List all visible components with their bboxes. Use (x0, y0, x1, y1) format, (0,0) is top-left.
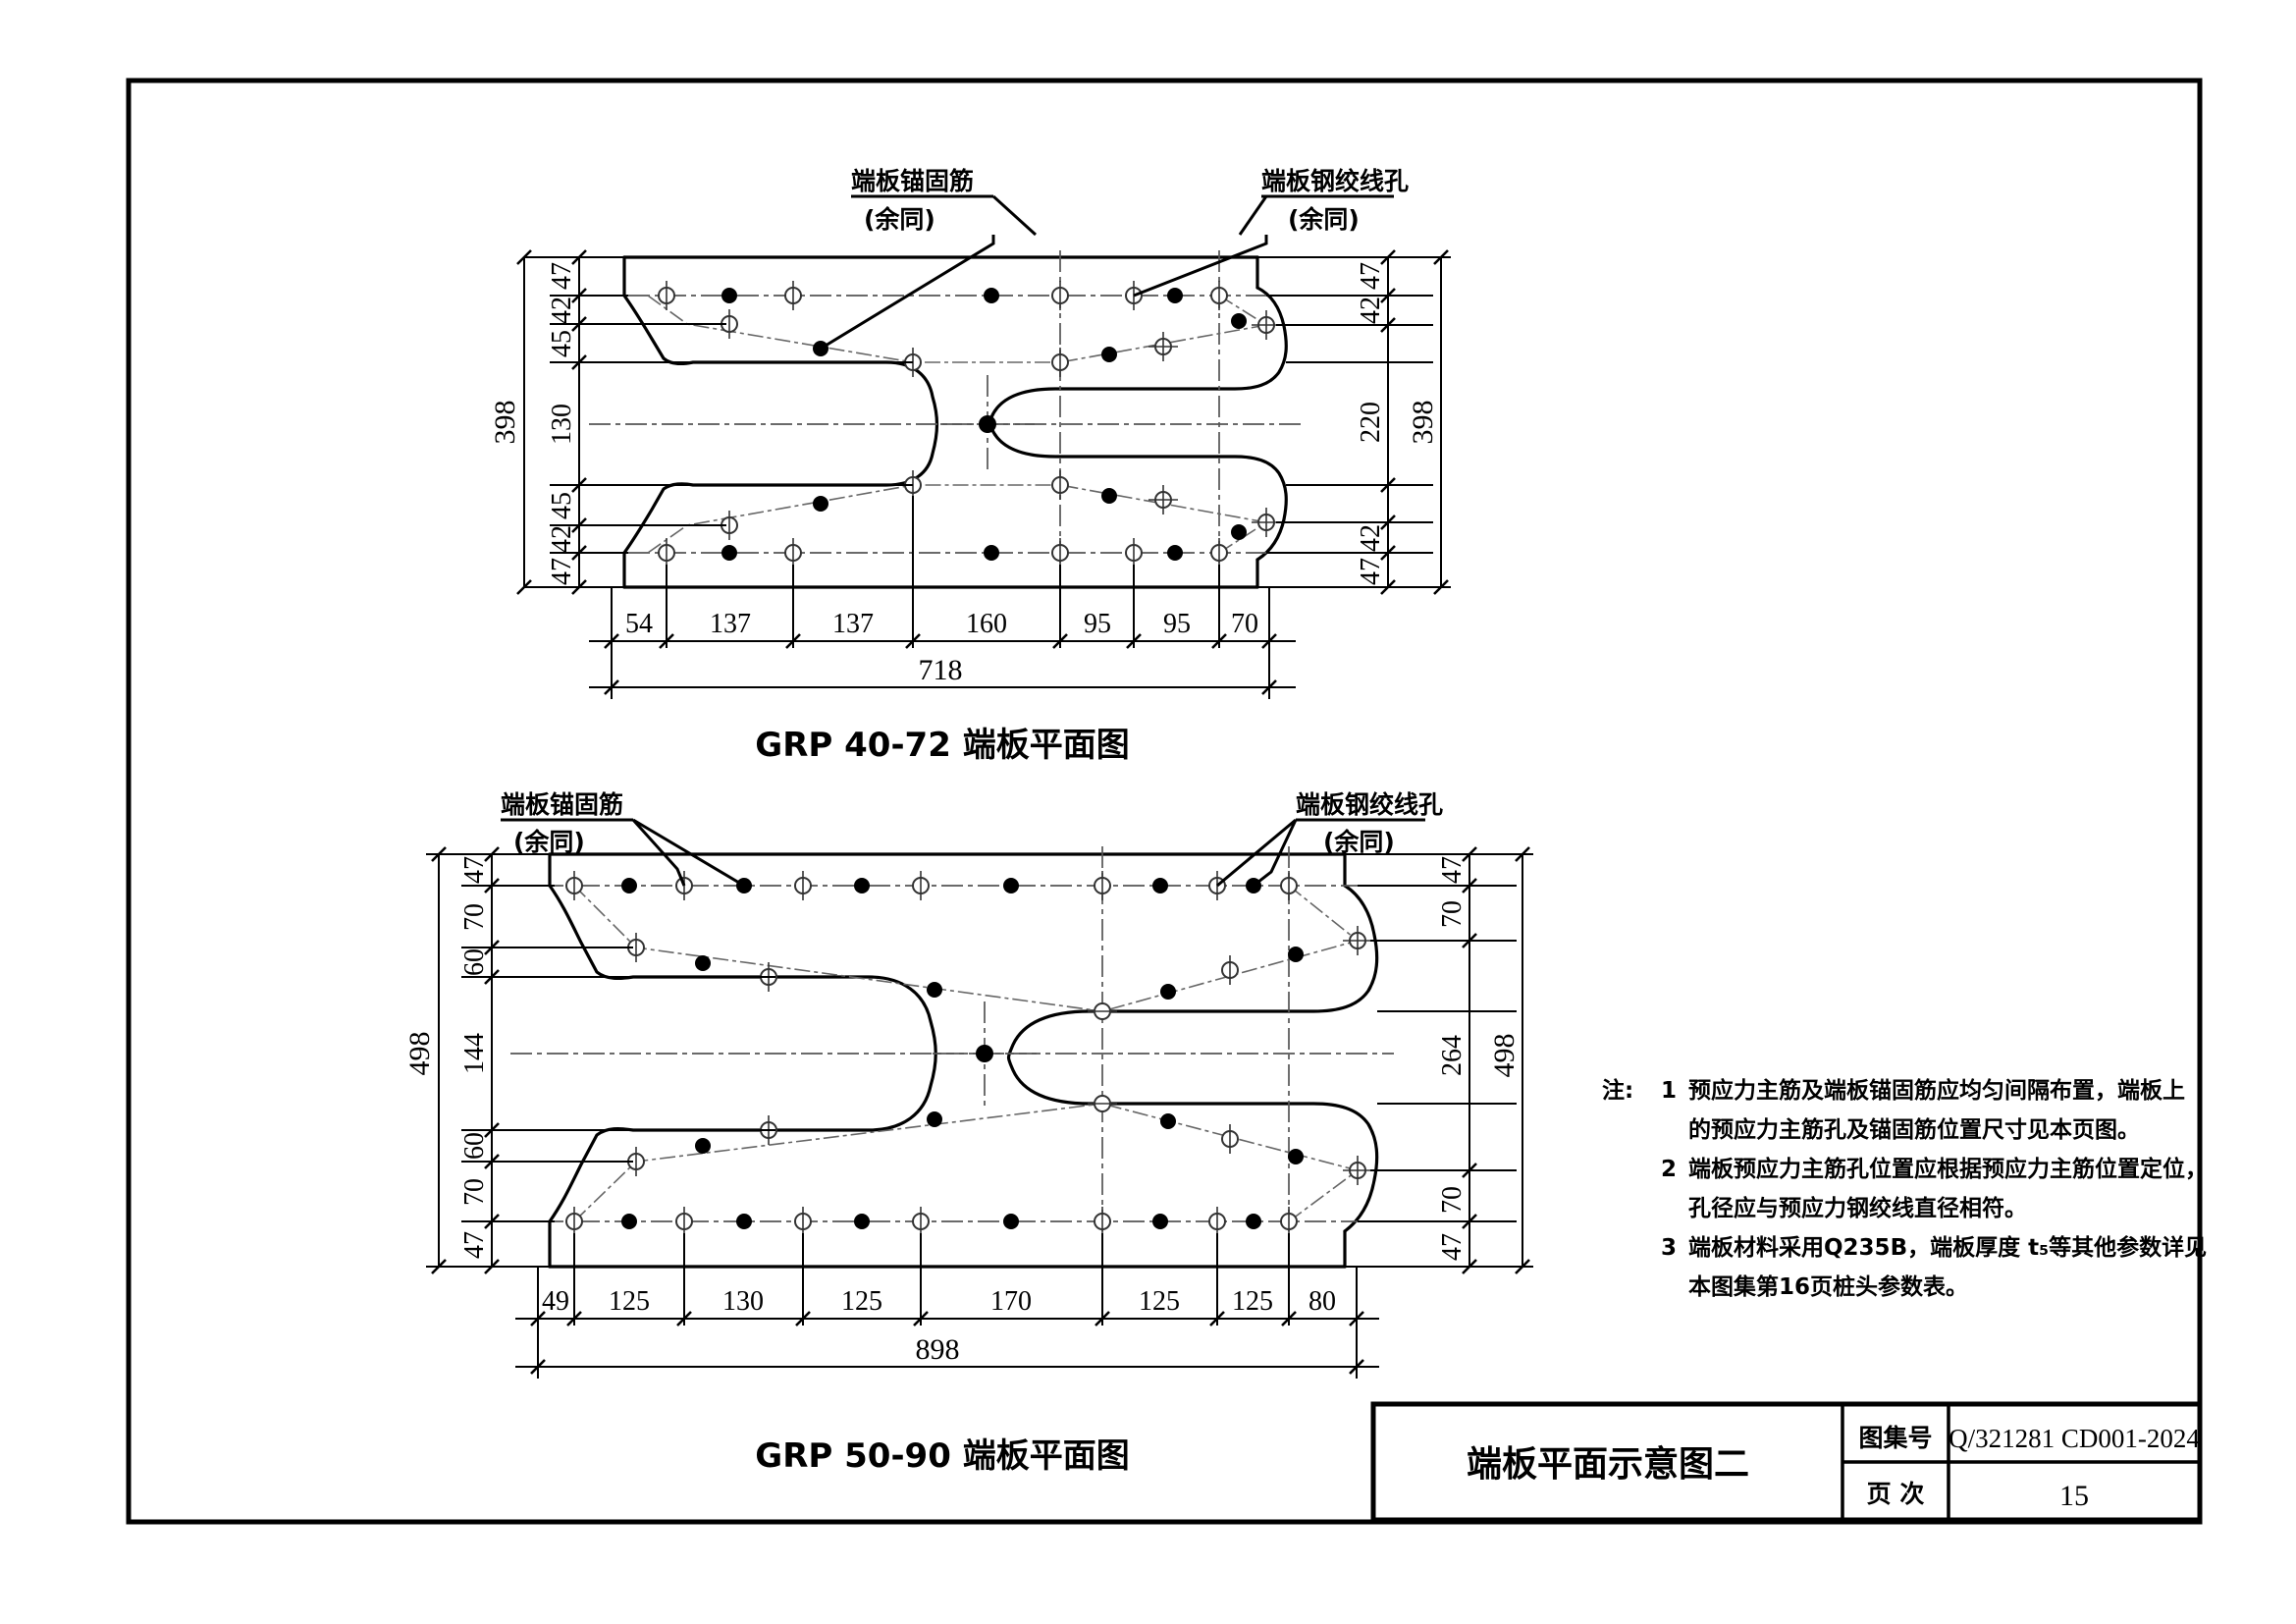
page-number-label: 页 次 (1867, 1480, 1925, 1508)
svg-text:47: 47 (1437, 856, 1468, 884)
dim-ticks-bottom-2 (530, 1311, 1364, 1375)
figure-2-grp-50-90: 端板锚固筋 (余同) 端板钢绞线孔 (余同) (403, 790, 1533, 1476)
svg-text:49: 49 (542, 1286, 569, 1317)
notes-block: 注: 1 预应力主筋及端板锚固筋应均匀间隔布置，端板上 的预应力主筋孔及锚固筋位… (1602, 1077, 2208, 1300)
callout-hole-sub-2: (余同) (1323, 828, 1395, 856)
svg-text:47: 47 (459, 1231, 490, 1259)
svg-text:45: 45 (547, 330, 577, 357)
svg-text:220: 220 (1356, 402, 1386, 443)
note-2-line-1: 端板预应力主筋孔位置应根据预应力主筋位置定位， (1688, 1156, 2208, 1182)
svg-text:130: 130 (722, 1286, 764, 1317)
dim-total-bottom-1: 718 (919, 654, 963, 686)
svg-text:42: 42 (547, 297, 577, 324)
dim-labels-bottom-2: 49 125 130 125 170 125 125 80 898 (542, 1286, 1336, 1366)
svg-text:125: 125 (609, 1286, 650, 1317)
svg-text:80: 80 (1308, 1286, 1336, 1317)
svg-text:47: 47 (1356, 262, 1386, 290)
drawing-frame (126, 78, 2203, 1525)
callout-hole-2: 端板钢绞线孔 (余同) (1216, 790, 1443, 888)
svg-text:54: 54 (625, 609, 653, 639)
callout-anchor-label-2: 端板锚固筋 (501, 790, 623, 819)
dim-total-bottom-2: 898 (916, 1333, 960, 1366)
svg-text:125: 125 (1139, 1286, 1180, 1317)
dim-labels-right-2: 47 70 264 70 47 498 (1437, 856, 1521, 1261)
callout-hole-1: 端板钢绞线孔 (余同) (1133, 167, 1409, 298)
callout-anchor-sub-1: (余同) (864, 205, 935, 234)
dim-total-right-1: 398 (1407, 401, 1439, 445)
dim-total-left-2: 498 (403, 1032, 436, 1076)
svg-text:137: 137 (710, 609, 751, 639)
dim-ticks-right-2 (1462, 846, 1530, 1274)
note-3-line-2: 本图集第16页桩头参数表。 (1688, 1273, 1968, 1300)
callout-hole-label-1: 端板钢绞线孔 (1261, 167, 1409, 195)
svg-text:137: 137 (832, 609, 874, 639)
dim-labels-right-1: 47 42 220 42 47 398 (1356, 262, 1439, 585)
svg-text:47: 47 (1437, 1233, 1468, 1261)
note-1-line-2: 的预应力主筋孔及锚固筋位置尺寸见本页图。 (1688, 1116, 2140, 1143)
callout-hole-sub-1: (余同) (1288, 205, 1360, 234)
svg-text:95: 95 (1084, 609, 1111, 639)
page-number-value: 15 (2059, 1480, 2089, 1512)
svg-text:130: 130 (547, 404, 577, 445)
svg-text:144: 144 (459, 1033, 490, 1074)
atlas-number-label: 图集号 (1858, 1424, 1932, 1452)
svg-text:264: 264 (1437, 1035, 1468, 1076)
figure-1-title: GRP 40-72 端板平面图 (755, 726, 1129, 765)
note-1-line-1: 预应力主筋及端板锚固筋应均匀间隔布置，端板上 (1688, 1077, 2185, 1104)
dim-labels-bottom-1: 54 137 137 160 95 95 70 718 (625, 609, 1258, 686)
callout-anchor-1: 端板锚固筋 (余同) (820, 167, 1038, 351)
callout-anchor-label-1: 端板锚固筋 (851, 167, 974, 195)
dim-labels-left-2: 47 70 60 144 60 70 47 498 (403, 856, 490, 1259)
svg-text:47: 47 (547, 262, 577, 290)
plate-outline-2 (548, 852, 1379, 1269)
svg-text:45: 45 (547, 492, 577, 519)
dims-right-1 (1257, 256, 1451, 588)
callout-hole-label-2: 端板钢绞线孔 (1296, 790, 1443, 819)
callout-anchor-sub-2: (余同) (513, 828, 585, 856)
figure-1-grp-40-72: 端板锚固筋 (余同) 端板钢绞线孔 (余同) (489, 167, 1451, 765)
dim-total-right-2: 498 (1488, 1034, 1521, 1078)
drawing-title: 端板平面示意图二 (1467, 1444, 1749, 1485)
svg-text:60: 60 (459, 948, 490, 976)
svg-text:60: 60 (459, 1132, 490, 1160)
svg-text:160: 160 (966, 609, 1007, 639)
svg-text:42: 42 (1356, 297, 1386, 324)
dim-labels-left-1: 47 42 45 130 45 42 47 398 (489, 262, 577, 585)
svg-text:47: 47 (1356, 558, 1386, 585)
svg-text:125: 125 (841, 1286, 882, 1317)
svg-text:70: 70 (1437, 1186, 1468, 1214)
svg-text:70: 70 (459, 903, 490, 931)
strand-holes-2 (565, 871, 1372, 1236)
dim-total-left-1: 398 (489, 401, 521, 445)
note-1-num: 1 (1661, 1078, 1677, 1104)
figure-2-title: GRP 50-90 端板平面图 (755, 1436, 1129, 1476)
strand-holes-1 (658, 281, 1281, 568)
anchor-rebars-1 (721, 288, 1247, 561)
svg-text:70: 70 (1437, 900, 1468, 928)
note-2-line-2: 孔径应与预应力钢绞线直径相符。 (1688, 1195, 2027, 1221)
title-block: 端板平面示意图二 图集号 Q/321281 CD001-2024 页 次 15 (1370, 1401, 2203, 1523)
svg-text:125: 125 (1232, 1286, 1273, 1317)
dim-ticks-left-2 (431, 846, 500, 1274)
svg-text:47: 47 (459, 856, 490, 884)
svg-text:95: 95 (1163, 609, 1191, 639)
note-3-num: 3 (1661, 1235, 1677, 1261)
dim-ticks-right-1 (1380, 249, 1449, 595)
svg-text:47: 47 (547, 558, 577, 585)
dim-ticks-bottom-1 (604, 633, 1277, 695)
note-3-line-1: 端板材料采用Q235B，端板厚度 t₅等其他参数详见 (1688, 1234, 2207, 1261)
dims-bottom-1 (589, 496, 1296, 699)
svg-text:42: 42 (547, 525, 577, 553)
atlas-number-value: Q/321281 CD001-2024 (1949, 1424, 2200, 1453)
dims-bottom-2 (515, 1233, 1379, 1379)
notes-label: 注: (1602, 1077, 1633, 1104)
callout-anchor-2: 端板锚固筋 (余同) (501, 790, 745, 888)
note-2-num: 2 (1661, 1157, 1677, 1182)
svg-text:70: 70 (459, 1178, 490, 1206)
dim-ticks-left-1 (516, 249, 587, 595)
svg-text:70: 70 (1231, 609, 1258, 639)
svg-text:42: 42 (1356, 524, 1386, 552)
svg-text:170: 170 (990, 1286, 1032, 1317)
